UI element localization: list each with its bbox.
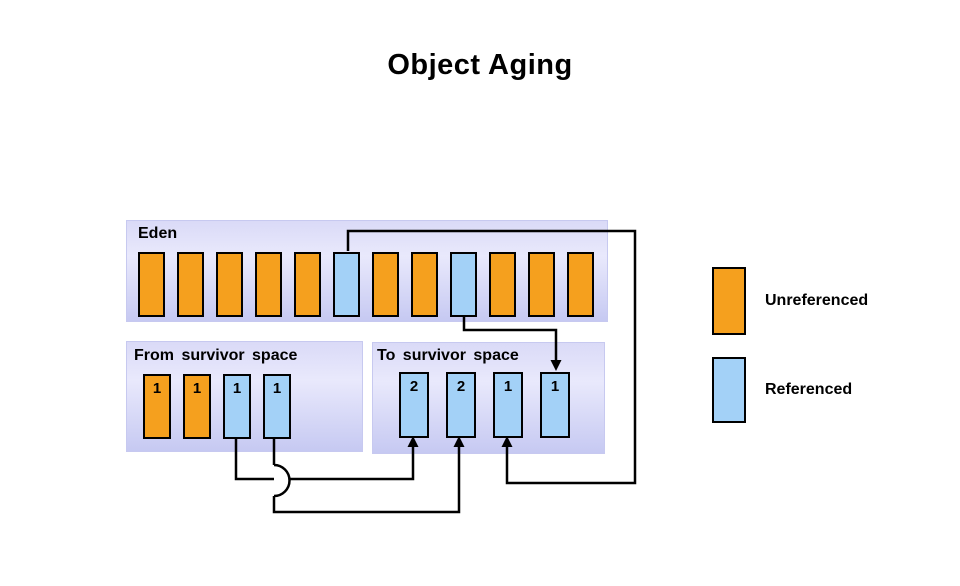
legend-item-unreferenced: Unreferenced [712, 267, 868, 335]
memory-block-referenced: 1 [540, 372, 570, 438]
memory-block-unreferenced [372, 252, 399, 317]
from-survivor-label: From survivor space [134, 347, 298, 364]
memory-block-referenced: 1 [493, 372, 523, 438]
eden-region: Eden [126, 220, 608, 322]
memory-block-unreferenced [216, 252, 243, 317]
page-title: Object Aging [387, 49, 573, 81]
line-crossover-hop [273, 463, 291, 498]
object-age: 1 [272, 380, 282, 397]
memory-block-referenced [333, 252, 360, 317]
memory-block-referenced: 2 [399, 372, 429, 438]
object-age: 2 [456, 378, 466, 395]
memory-block-referenced [450, 252, 477, 317]
memory-block-referenced: 1 [263, 374, 291, 439]
from-survivor-region: From survivor space 1 1 1 1 [126, 341, 363, 452]
object-age: 1 [192, 380, 202, 397]
memory-block-unreferenced [138, 252, 165, 317]
to-survivor-blocks: 2 2 1 1 [399, 372, 570, 438]
memory-block-unreferenced: 1 [143, 374, 171, 439]
object-age: 1 [503, 378, 513, 395]
legend-label-unreferenced: Unreferenced [765, 292, 869, 309]
object-age: 1 [550, 378, 560, 395]
legend-label-referenced: Referenced [765, 381, 853, 398]
memory-block-unreferenced [489, 252, 516, 317]
memory-block-unreferenced [528, 252, 555, 317]
memory-block-unreferenced [567, 252, 594, 317]
eden-blocks [138, 252, 594, 317]
memory-block-unreferenced [177, 252, 204, 317]
to-survivor-region: To survivor space 2 2 1 1 [372, 342, 605, 454]
to-survivor-label: To survivor space [377, 347, 519, 364]
object-age: 1 [152, 380, 162, 397]
object-age: 1 [232, 380, 242, 397]
memory-block-unreferenced [255, 252, 282, 317]
from-survivor-blocks: 1 1 1 1 [143, 374, 291, 439]
legend-item-referenced: Referenced [712, 357, 852, 423]
memory-block-referenced: 2 [446, 372, 476, 438]
memory-block-unreferenced: 1 [183, 374, 211, 439]
unreferenced-swatch-icon [712, 267, 746, 335]
object-age: 2 [409, 378, 419, 395]
memory-block-unreferenced [294, 252, 321, 317]
memory-block-referenced: 1 [223, 374, 251, 439]
eden-label: Eden [138, 225, 178, 242]
arrow-from4-to2-lower [272, 446, 461, 514]
referenced-swatch-icon [712, 357, 746, 423]
memory-block-unreferenced [411, 252, 438, 317]
